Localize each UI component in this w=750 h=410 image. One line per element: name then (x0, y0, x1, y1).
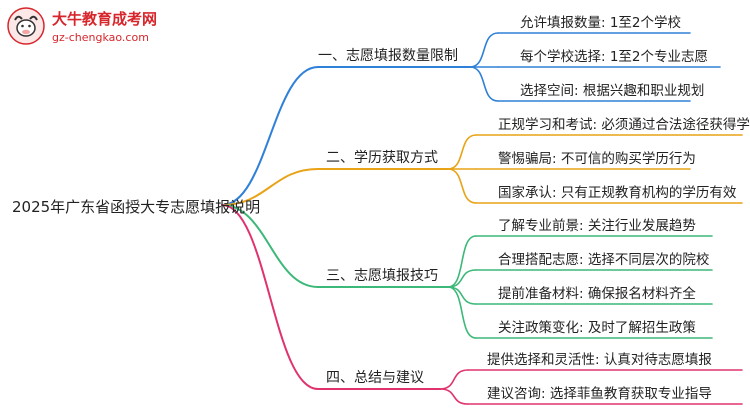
branch-4-leaf-2-curve (439, 388, 469, 405)
logo-title: 大牛教育成考网 (52, 10, 158, 28)
branch-1-leaf-1-curve (469, 32, 499, 68)
leaf-reasonable-mix: 合理搭配志愿: 选择不同层次的院校 (498, 252, 710, 268)
branch-4-leaf-1-curve (439, 369, 469, 390)
branch-1-leaf-3-curve (469, 66, 499, 102)
root-topic: 2025年广东省函授大专志愿填报说明 (12, 198, 261, 216)
branch-2-leaf-3-curve (447, 168, 477, 204)
logo-url: gz-chengkao.com (52, 31, 149, 44)
branch-3-curve (221, 204, 319, 288)
leaf-scam-warning: 警惕骗局: 不可信的购买学历行为 (498, 151, 696, 167)
site-logo[interactable]: 大牛教育成考网 gz-chengkao.com (6, 4, 166, 48)
branch-3-leaf-4-curve (447, 286, 477, 339)
branch-3-leaf-3-curve (447, 286, 477, 305)
branch-filling-tips: 三、志愿填报技巧 (326, 268, 438, 284)
leaf-policy-changes: 关注政策变化: 及时了解招生政策 (498, 320, 696, 336)
branch-3-leaf-1-curve (447, 235, 477, 288)
leaf-prepare-materials: 提前准备材料: 确保报名材料齐全 (498, 286, 696, 302)
branch-1-curve (221, 66, 319, 206)
leaf-allowed-count: 允许填报数量: 1至2个学校 (520, 15, 682, 31)
branch-degree-method: 二、学历获取方式 (326, 150, 438, 166)
branch-2-curve (221, 168, 319, 206)
leaf-state-recognition: 国家承认: 只有正规教育机构的学历有效 (498, 185, 737, 201)
leaf-per-school-choice: 每个学校选择: 1至2个专业志愿 (520, 49, 709, 65)
leaf-choice-space: 选择空间: 根据兴趣和职业规划 (520, 83, 705, 99)
branch-3-leaf-2-curve (447, 269, 477, 288)
branch-2-leaf-1-curve (447, 134, 477, 170)
branch-4-curve (221, 204, 319, 390)
cow-mascot-icon (7, 7, 45, 45)
leaf-major-prospects: 了解专业前景: 关注行业发展趋势 (498, 218, 696, 234)
branch-summary: 四、总结与建议 (326, 370, 424, 386)
leaf-flexibility: 提供选择和灵活性: 认真对待志愿填报 (487, 352, 712, 368)
branch-quantity-limit: 一、志愿填报数量限制 (318, 48, 458, 64)
leaf-formal-study: 正规学习和考试: 必须通过合法途径获得学历 (498, 117, 750, 133)
leaf-consult-advice: 建议咨询: 选择菲鱼教育获取专业指导 (487, 386, 712, 402)
